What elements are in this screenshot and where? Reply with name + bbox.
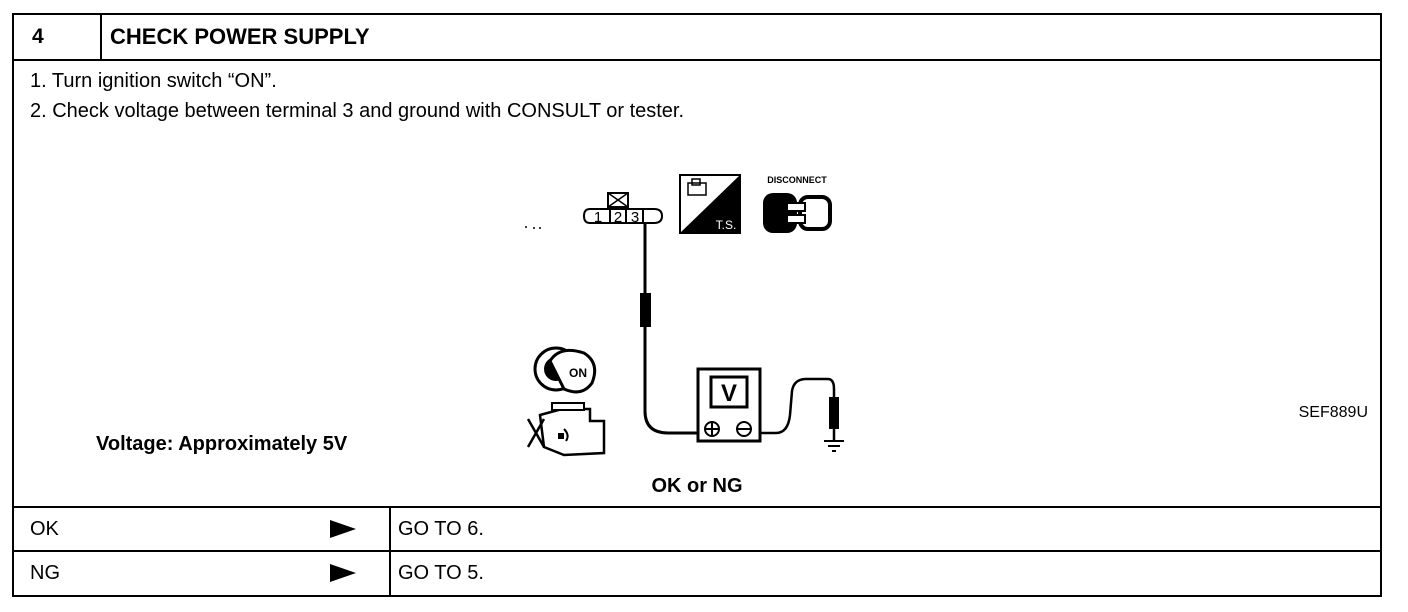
- instruction-1: 1. Turn ignition switch “ON”.: [30, 70, 277, 92]
- ok-or-ng-prompt: OK or NG: [651, 475, 743, 497]
- disconnect-label: DISCONNECT: [767, 175, 827, 185]
- ground-icon: [824, 440, 844, 452]
- terminal-2-label: 2: [614, 209, 622, 226]
- engine-icon: [526, 402, 606, 457]
- arrow-right-icon: [330, 520, 356, 538]
- red-probe: [640, 293, 651, 327]
- black-probe: [829, 397, 839, 429]
- step-title: CHECK POWER SUPPLY: [110, 24, 370, 49]
- connector-icon: 1 2 3: [525, 192, 664, 229]
- disconnect-icon: DISCONNECT: [763, 175, 832, 233]
- result-action: GO TO 5.: [398, 562, 484, 584]
- terminal-3-label: 3: [631, 209, 639, 226]
- result-row-ok: OK GO TO 6.: [14, 506, 1380, 550]
- step-number: 4: [14, 15, 102, 59]
- result-label: OK: [30, 518, 59, 540]
- meter-label: V: [721, 380, 737, 407]
- terminal-1-label: 1: [594, 209, 602, 226]
- instruction-2: 2. Check voltage between terminal 3 and …: [30, 100, 685, 122]
- voltage-specification: Voltage: Approximately 5V: [96, 433, 348, 455]
- voltmeter-icon: V: [696, 367, 762, 443]
- wiring-diagram: 1 2 3 T.S. DISCONNECT: [525, 174, 844, 457]
- result-action: GO TO 6.: [398, 518, 484, 540]
- ignition-key-icon: ON: [533, 346, 597, 394]
- step-header: 4 CHECK POWER SUPPLY: [14, 15, 1380, 61]
- figure-id: SEF889U: [1298, 404, 1368, 421]
- result-label: NG: [30, 562, 60, 584]
- ts-label: T.S.: [716, 218, 737, 232]
- arrow-right-icon: [330, 564, 356, 582]
- column-divider: [389, 552, 391, 595]
- procedure-table: 4 CHECK POWER SUPPLY 1. Turn ignition sw…: [12, 13, 1382, 597]
- test-signal-icon: T.S.: [679, 174, 741, 234]
- column-divider: [389, 508, 391, 550]
- step-body: 1. Turn ignition switch “ON”. 2. Check v…: [14, 61, 1380, 506]
- result-row-ng: NG GO TO 5.: [14, 550, 1380, 595]
- key-on-label: ON: [569, 366, 587, 380]
